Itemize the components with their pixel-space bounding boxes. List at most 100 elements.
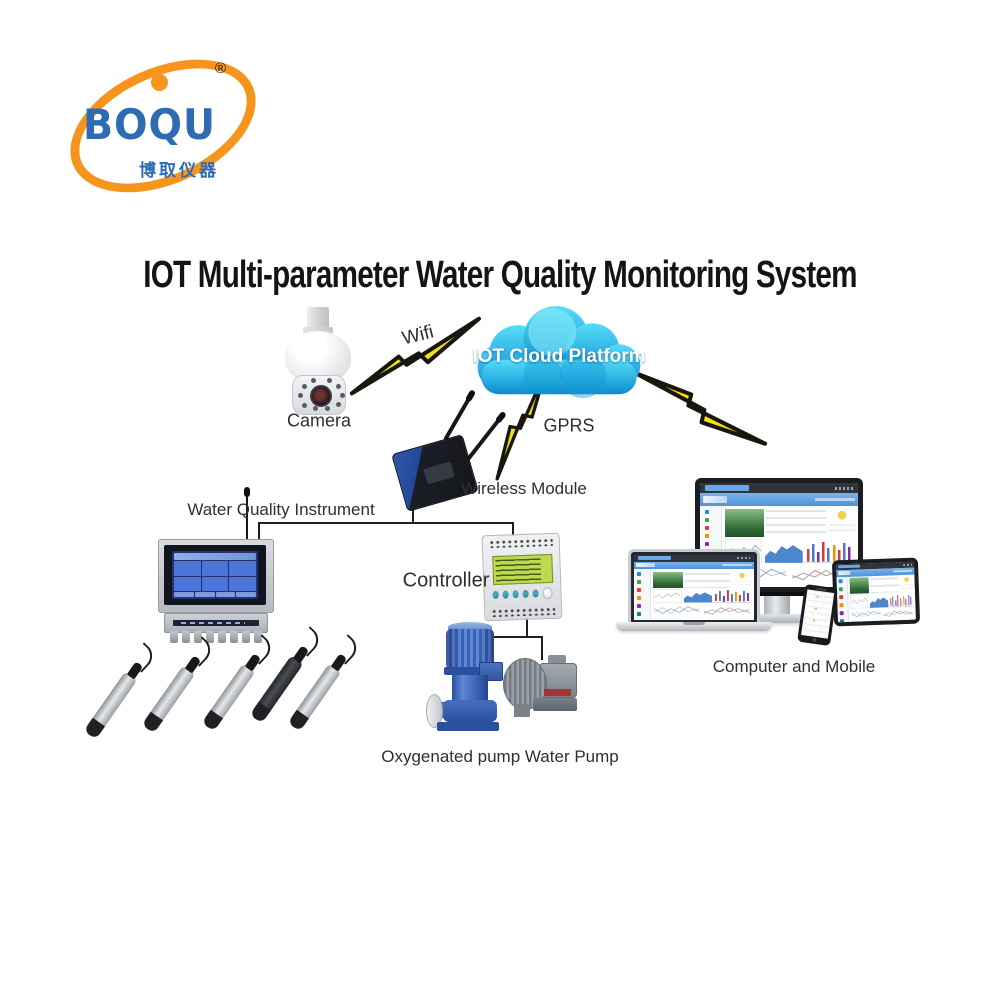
instrument-screen-header	[174, 553, 256, 560]
trend-chart-2	[704, 607, 750, 616]
registered-trademark-symbol: ®	[215, 60, 227, 77]
cloud-platform-label: IOT Cloud Platform	[472, 346, 646, 367]
line-pump-branch	[487, 636, 543, 638]
line-controller-down	[526, 611, 528, 638]
dashboard-body	[634, 569, 754, 620]
dashboard-row-charts	[724, 538, 855, 563]
oxygenated-blower-pump	[503, 652, 579, 720]
area-chart	[870, 594, 889, 608]
dashboard-sidebar	[836, 576, 850, 623]
plc-bottom-terminals	[491, 605, 556, 618]
dashboard-sidebar	[634, 569, 651, 620]
announcement-list	[869, 577, 900, 594]
area-chart	[683, 592, 713, 603]
plc-controller-device	[481, 532, 563, 622]
line-bus-to-controller	[512, 522, 514, 538]
blower-terminal-box	[548, 655, 566, 665]
window-buttons-icon	[736, 557, 751, 560]
water-pump	[426, 622, 505, 734]
wireless-module-device	[391, 433, 479, 513]
monitor-stand	[764, 595, 790, 616]
tablet	[831, 557, 921, 627]
lightning-bolt-cloud-to-computer-icon	[627, 343, 770, 476]
site-photo	[849, 577, 869, 595]
camera-lens-icon	[310, 385, 332, 407]
announcement-list	[684, 572, 730, 588]
laptop	[628, 549, 760, 623]
weather-panel	[828, 509, 855, 538]
wireless-module-label: Wireless Module	[461, 479, 587, 498]
window-buttons-icon	[835, 486, 854, 490]
site-photo	[724, 509, 764, 538]
gprs-label: GPRS	[543, 415, 595, 436]
line-chart	[652, 588, 682, 603]
plc-buttons	[492, 586, 553, 601]
sensor-cable	[293, 626, 324, 657]
pump-column	[452, 675, 488, 703]
line-to-blower	[541, 636, 543, 660]
dashboard-row-top	[724, 509, 855, 538]
computer-and-mobile-label: Computer and Mobile	[712, 657, 876, 676]
dashboard-header-text	[893, 570, 913, 573]
browser-chrome-bar	[634, 555, 754, 562]
weather-panel	[900, 575, 914, 593]
camera-collar	[303, 327, 333, 334]
camera-mount	[307, 307, 329, 331]
module-antenna-left	[443, 392, 474, 441]
browser-chrome-bar	[700, 483, 858, 494]
sensor-cable	[127, 642, 158, 673]
dashboard-header-bar	[700, 493, 858, 506]
sensor-cable	[331, 634, 362, 665]
laptop-keyboard-deck	[616, 622, 772, 631]
browser-tab	[637, 556, 672, 561]
instrument-screen-buttons	[174, 592, 256, 597]
dashboard-screen	[700, 483, 858, 587]
trend-chart-2	[883, 610, 914, 618]
sensor-probe-3	[202, 634, 276, 730]
trend-chart-1	[653, 606, 700, 615]
lightning-bolt-wifi-icon	[338, 313, 495, 403]
line-bus-horizontal	[258, 522, 514, 524]
dashboard-row-charts	[652, 588, 752, 603]
trend-chart-1	[850, 611, 881, 618]
bar-chart	[714, 588, 752, 603]
plc-lcd-screen	[492, 553, 554, 586]
pump-flange	[426, 694, 443, 728]
area-chart	[765, 545, 803, 563]
dashboard-header-bar	[634, 561, 754, 570]
smartphone	[797, 583, 838, 647]
logo-orbit-dot	[151, 74, 168, 91]
monitor-screen	[700, 483, 858, 587]
dashboard-logo	[837, 571, 850, 576]
dashboard-main	[651, 569, 754, 620]
ptz-camera	[283, 307, 353, 415]
plc-top-terminals	[488, 536, 553, 549]
line-module-to-bus	[412, 499, 414, 523]
page-title: IOT Multi-parameter Water Quality Monito…	[143, 254, 857, 296]
tablet-screen	[836, 561, 916, 623]
instrument-antenna-tip	[244, 487, 250, 497]
browser-tab	[704, 485, 750, 492]
sensor-probe-2	[142, 636, 216, 732]
weather-panel	[731, 571, 752, 588]
dashboard-row-top	[849, 575, 914, 595]
logo-brand-text: BOQU	[83, 100, 217, 149]
dashboard-header-text	[721, 564, 752, 567]
pump-band	[444, 667, 496, 675]
instrument-lower-panel	[164, 613, 268, 633]
dashboard-row-trends	[653, 603, 752, 617]
dashboard-row-trends	[850, 607, 914, 620]
iot-cloud-icon: IOT Cloud Platform	[468, 306, 650, 402]
boqu-logo: ® BOQU 博取仪器	[49, 33, 277, 219]
blower-base	[533, 698, 577, 711]
instrument-value-tiles	[174, 561, 256, 591]
line-chart	[849, 594, 869, 609]
monitor-base	[741, 614, 817, 623]
blower-outlet	[514, 704, 530, 717]
dashboard-row-top	[652, 571, 752, 588]
dashboard-row-charts	[849, 592, 914, 609]
bar-chart	[889, 592, 914, 608]
dashboard-logo	[703, 496, 728, 503]
camera-lens-housing	[292, 375, 346, 415]
